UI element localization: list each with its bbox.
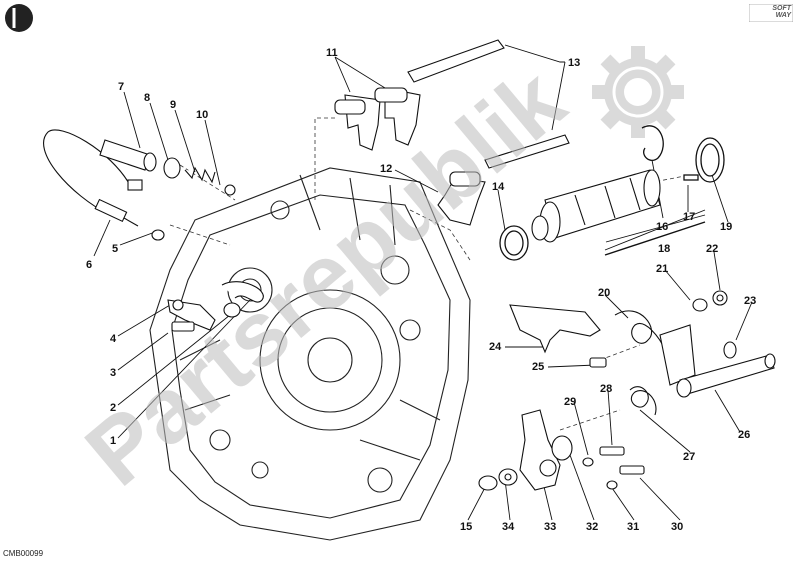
softway-logo-icon <box>749 4 793 22</box>
guide-plate <box>509 304 607 368</box>
callout-28: 28 <box>600 383 612 395</box>
single-shift-fork <box>437 171 486 226</box>
callout-9: 9 <box>170 99 176 111</box>
callout-19: 19 <box>720 221 732 233</box>
callout-13: 13 <box>568 57 580 69</box>
callout-15: 15 <box>460 521 472 533</box>
callout-16: 16 <box>656 221 668 233</box>
small-washer <box>151 229 165 241</box>
callout-5: 5 <box>112 243 118 255</box>
return-springs <box>614 310 666 416</box>
callout-10: 10 <box>196 109 208 121</box>
ratchet-lever-assembly <box>478 409 645 491</box>
callout-3: 3 <box>110 367 116 379</box>
gear-watermark-icon <box>592 46 684 138</box>
callout-1: 1 <box>110 435 116 447</box>
callout-18: 18 <box>658 243 670 255</box>
callout-22: 22 <box>706 243 718 255</box>
callout-24: 24 <box>489 341 502 353</box>
selector-drum <box>531 169 661 243</box>
logo-line-2: WAY <box>775 12 791 19</box>
callout-11: 11 <box>326 47 338 59</box>
logo-line-1: SOFT <box>772 5 791 12</box>
callout-31: 31 <box>627 521 639 533</box>
callout-4: 4 <box>110 333 117 345</box>
crankcase <box>149 167 471 541</box>
callout-7: 7 <box>118 81 124 93</box>
callout-33: 33 <box>544 521 556 533</box>
callout-23: 23 <box>744 295 756 307</box>
shift-forks <box>334 87 421 151</box>
callout-21: 21 <box>656 263 668 275</box>
callout-8: 8 <box>144 92 150 104</box>
small-washers <box>692 290 737 359</box>
softway-logo-text: SOFT WAY <box>751 5 791 19</box>
callout-14: 14 <box>492 181 505 193</box>
callout-6: 6 <box>86 259 92 271</box>
watermark-text: Partsrepublik <box>67 49 584 506</box>
callout-2: 2 <box>110 402 116 414</box>
callout-32: 32 <box>586 521 598 533</box>
callout-20: 20 <box>598 287 610 299</box>
bushing-part <box>99 139 157 172</box>
callout-29: 29 <box>564 396 576 408</box>
callout-34: 34 <box>502 521 515 533</box>
callout-25: 25 <box>532 361 544 373</box>
fork-shafts <box>407 39 570 169</box>
callout-17: 17 <box>683 211 695 223</box>
callout-leaders <box>93 44 753 521</box>
shift-shaft <box>659 324 776 398</box>
detent-lever <box>167 281 264 332</box>
neutral-sensor <box>43 129 143 227</box>
retaining-rings <box>499 125 725 261</box>
drawing-code: CMB00099 <box>3 549 44 558</box>
callout-26: 26 <box>738 429 750 441</box>
callout-30: 30 <box>671 521 683 533</box>
callout-labels: 7 8 9 10 11 12 13 14 6 5 4 3 2 1 16 17 1… <box>86 47 756 533</box>
callout-12: 12 <box>380 163 392 175</box>
group-underline <box>604 221 706 256</box>
washer-spring-ball <box>163 157 236 196</box>
corner-mark-icon <box>5 4 33 32</box>
callout-27: 27 <box>683 451 695 463</box>
